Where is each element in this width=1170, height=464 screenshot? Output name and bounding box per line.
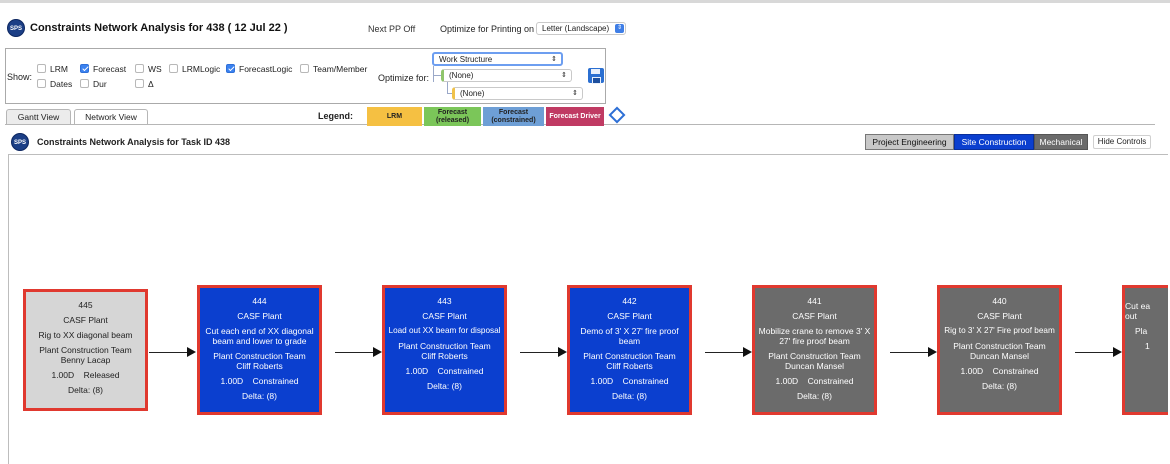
show-label: Show: bbox=[7, 72, 33, 82]
optimize-level2-select[interactable]: (None) ⇕ bbox=[441, 69, 572, 82]
dependency-line bbox=[520, 352, 560, 353]
print-format-value: Letter (Landscape) bbox=[542, 24, 610, 33]
tab-network-view[interactable]: Network View bbox=[74, 109, 148, 125]
dependency-line bbox=[149, 352, 189, 353]
sps-logo: SPS bbox=[7, 19, 25, 37]
task-node-444[interactable]: 444 CASF Plant Cut each end of XX diagon… bbox=[197, 285, 322, 415]
org-mechanical-button[interactable]: Mechanical bbox=[1034, 134, 1088, 150]
checkbox-box bbox=[300, 64, 309, 73]
tree-connector bbox=[447, 93, 452, 94]
tree-connector bbox=[433, 66, 434, 82]
arrow-head-icon bbox=[187, 347, 196, 357]
diamond-icon bbox=[608, 106, 626, 124]
tab-gantt-view[interactable]: Gantt View bbox=[6, 109, 71, 125]
checkbox-box bbox=[226, 64, 235, 73]
checkbox-box bbox=[80, 64, 89, 73]
optimize-for-label: Optimize for: bbox=[378, 73, 430, 83]
checkbox-box bbox=[37, 79, 46, 88]
checkbox-box bbox=[169, 64, 178, 73]
show-dur-checkbox[interactable]: Dur bbox=[80, 79, 107, 89]
checkbox-box bbox=[135, 64, 144, 73]
show-dates-checkbox[interactable]: Dates bbox=[37, 79, 72, 89]
select-arrows-icon: ⇕ bbox=[615, 24, 624, 33]
print-format-select[interactable]: Letter (Landscape) ⇕ bbox=[536, 22, 626, 35]
network-canvas: 445 CASF Plant Rig to XX diagonal beam P… bbox=[8, 154, 1168, 464]
task-node-440[interactable]: 440 CASF Plant Rig to 3' X 27' Fire proo… bbox=[937, 285, 1062, 415]
select-arrows-icon: ⇕ bbox=[572, 90, 578, 97]
task-node-443[interactable]: 443 CASF Plant Load out XX beam for disp… bbox=[382, 285, 507, 415]
task-node-445[interactable]: 445 CASF Plant Rig to XX diagonal beam P… bbox=[23, 289, 148, 411]
save-icon[interactable] bbox=[588, 68, 604, 84]
dependency-line bbox=[1075, 352, 1115, 353]
select-arrows-icon: ⇕ bbox=[561, 72, 567, 79]
arrow-head-icon bbox=[558, 347, 567, 357]
arrow-head-icon bbox=[373, 347, 382, 357]
task-node-partial[interactable]: Cut ea out Pla 1 bbox=[1122, 285, 1168, 415]
tree-connector bbox=[433, 75, 441, 76]
show-team-member-checkbox[interactable]: Team/Member bbox=[300, 64, 367, 74]
show-forecastlogic-checkbox[interactable]: ForecastLogic bbox=[226, 64, 292, 74]
legend-forecast-released: Forecast (released) bbox=[424, 107, 481, 126]
show-forecast-checkbox[interactable]: Forecast bbox=[80, 64, 126, 74]
task-node-441[interactable]: 441 CASF Plant Mobilize crane to remove … bbox=[752, 285, 877, 415]
show-lrmlogic-checkbox[interactable]: LRMLogic bbox=[169, 64, 220, 74]
dependency-line bbox=[335, 352, 375, 353]
optimize-level1-select[interactable]: Work Structure ⇕ bbox=[432, 52, 563, 66]
legend-forecast-driver: Forecast Driver bbox=[546, 107, 604, 126]
legend-lrm: LRM bbox=[367, 107, 422, 126]
network-title: Constraints Network Analysis for Task ID… bbox=[37, 137, 231, 147]
dependency-line bbox=[705, 352, 745, 353]
task-node-442[interactable]: 442 CASF Plant Demo of 3' X 27' fire pro… bbox=[567, 285, 692, 415]
checkbox-box bbox=[135, 79, 144, 88]
arrow-head-icon bbox=[928, 347, 937, 357]
top-rule bbox=[0, 0, 1170, 3]
next-pp-status[interactable]: Next PP Off bbox=[368, 24, 416, 34]
tree-connector bbox=[447, 82, 448, 94]
sps-logo-small: SPS bbox=[11, 133, 29, 151]
checkbox-box bbox=[80, 79, 89, 88]
legend-label: Legend: bbox=[318, 111, 353, 121]
org-site-construction-button[interactable]: Site Construction bbox=[954, 134, 1034, 150]
show-lrm-checkbox[interactable]: LRM bbox=[37, 64, 68, 74]
show-delta-checkbox[interactable]: Δ bbox=[135, 79, 154, 89]
optimize-level3-select[interactable]: (None) ⇕ bbox=[452, 87, 583, 100]
select-arrows-icon: ⇕ bbox=[551, 56, 557, 63]
optimize-printing-label: Optimize for Printing on bbox=[440, 24, 535, 34]
checkbox-box bbox=[37, 64, 46, 73]
dependency-line bbox=[890, 352, 930, 353]
legend-forecast-constrained: Forecast (constrained) bbox=[483, 107, 544, 126]
page-title: Constraints Network Analysis for 438 ( 1… bbox=[30, 22, 288, 34]
hide-controls-button[interactable]: Hide Controls bbox=[1093, 135, 1151, 149]
arrow-head-icon bbox=[743, 347, 752, 357]
arrow-head-icon bbox=[1113, 347, 1122, 357]
show-ws-checkbox[interactable]: WS bbox=[135, 64, 162, 74]
org-project-engineering-button[interactable]: Project Engineering bbox=[865, 134, 954, 150]
